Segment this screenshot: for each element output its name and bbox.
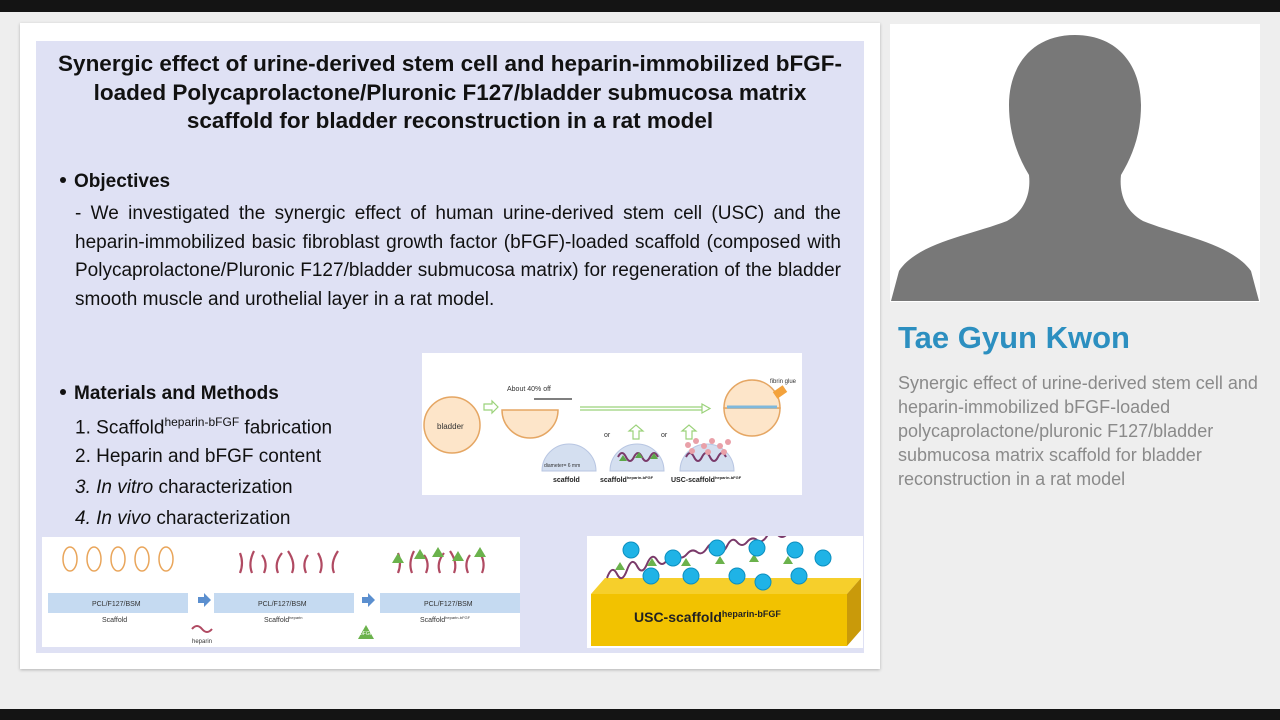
presenter-description: Synergic effect of urine-derived stem ce… (898, 373, 1258, 489)
person-silhouette-icon (891, 35, 1259, 301)
svg-text:PCL/F127/BSM: PCL/F127/BSM (92, 601, 141, 608)
heparin-icon (191, 625, 213, 633)
arrow-right-icon (198, 593, 211, 607)
svg-text:or: or (604, 432, 611, 439)
arrow-up-icon (680, 424, 698, 440)
usc-cells-group (622, 539, 832, 591)
svg-text:Scaffoldheparin-bFGF: Scaffoldheparin-bFGF (420, 615, 471, 624)
svg-text:PCL/F127/BSM: PCL/F127/BSM (258, 601, 307, 608)
bfgf-icon (358, 625, 374, 639)
presenter-photo-frame (890, 24, 1260, 302)
objectives-heading: Objectives (60, 171, 170, 193)
svg-text:bFGF: bFGF (360, 631, 373, 637)
arrow-right-icon (483, 399, 499, 415)
bullet-icon (60, 176, 66, 183)
top-letterbox-bar (0, 0, 1280, 12)
svg-text:scaffoldheparin-bFGF: scaffoldheparin-bFGF (600, 475, 654, 484)
svg-text:Scaffoldheparin: Scaffoldheparin (264, 615, 303, 624)
usc-scaffold-figure: USC-scaffoldheparin-bFGF (587, 536, 863, 648)
svg-text:or: or (661, 432, 668, 439)
fibrin-glue-label: fibrin glue (770, 379, 797, 385)
methods-item-3: 3. In vitro characterization (75, 477, 293, 498)
bottom-letterbox-bar (0, 709, 1280, 720)
svg-text:diameter= 6 mm: diameter= 6 mm (544, 463, 580, 469)
svg-text:USC-scaffoldheparin-bFGF: USC-scaffoldheparin-bFGF (671, 475, 742, 484)
reconstructed-bladder-shape (723, 379, 781, 409)
layer-2 (214, 593, 354, 613)
bfgf-triangles (392, 547, 486, 563)
scaffold-side-face (847, 578, 861, 646)
svg-text:heparin: heparin (192, 639, 212, 645)
glue-icon (772, 385, 788, 399)
cut-bladder-shape (501, 409, 559, 439)
heparin-chains (238, 550, 339, 574)
arrow-right-icon (362, 593, 375, 607)
scaffold-front-face (591, 594, 847, 646)
bladder-label: bladder (437, 422, 464, 431)
about-off-label: About 40% off (507, 386, 551, 393)
usc-scaffold-label: USC-scaffoldheparin-bFGF (634, 609, 781, 625)
presenter-name: Tae Gyun Kwon (898, 320, 1130, 355)
heparin-particles (62, 546, 174, 572)
methods-item-2: 2. Heparin and bFGF content (75, 446, 322, 467)
slide-title: Synergic effect of urine-derived stem ce… (58, 51, 842, 133)
layer-3 (380, 593, 520, 613)
avatar (891, 25, 1259, 301)
bullet-icon (60, 388, 66, 395)
methods-heading: Materials and Methods (60, 383, 279, 405)
svg-text:PCL/F127/BSM: PCL/F127/BSM (424, 601, 473, 608)
scaffold-label: scaffold (553, 477, 580, 484)
scaffold-shape (541, 443, 597, 472)
usc-cells-group (685, 438, 731, 455)
scaffold-top-face (591, 578, 861, 594)
procedure-figure: bladder About 40% off fibrin glue diamet… (422, 353, 802, 495)
fabrication-figure: PCL/F127/BSM Scaffold heparin PCL/F127/B… (42, 537, 520, 647)
usc-scaffold-shape (679, 443, 735, 472)
methods-item-4: 4. In vivo characterization (75, 508, 291, 529)
bladder-shape (423, 396, 481, 454)
layer-1 (48, 593, 188, 613)
scaffold-label: Scaffold (102, 617, 127, 624)
arrow-up-icon (627, 424, 645, 440)
objectives-text: - We investigated the synergic effect of… (75, 203, 841, 310)
methods-item-1: 1. Scaffoldheparin-bFGF fabrication (75, 415, 333, 439)
arrow-right-icon (701, 402, 712, 415)
